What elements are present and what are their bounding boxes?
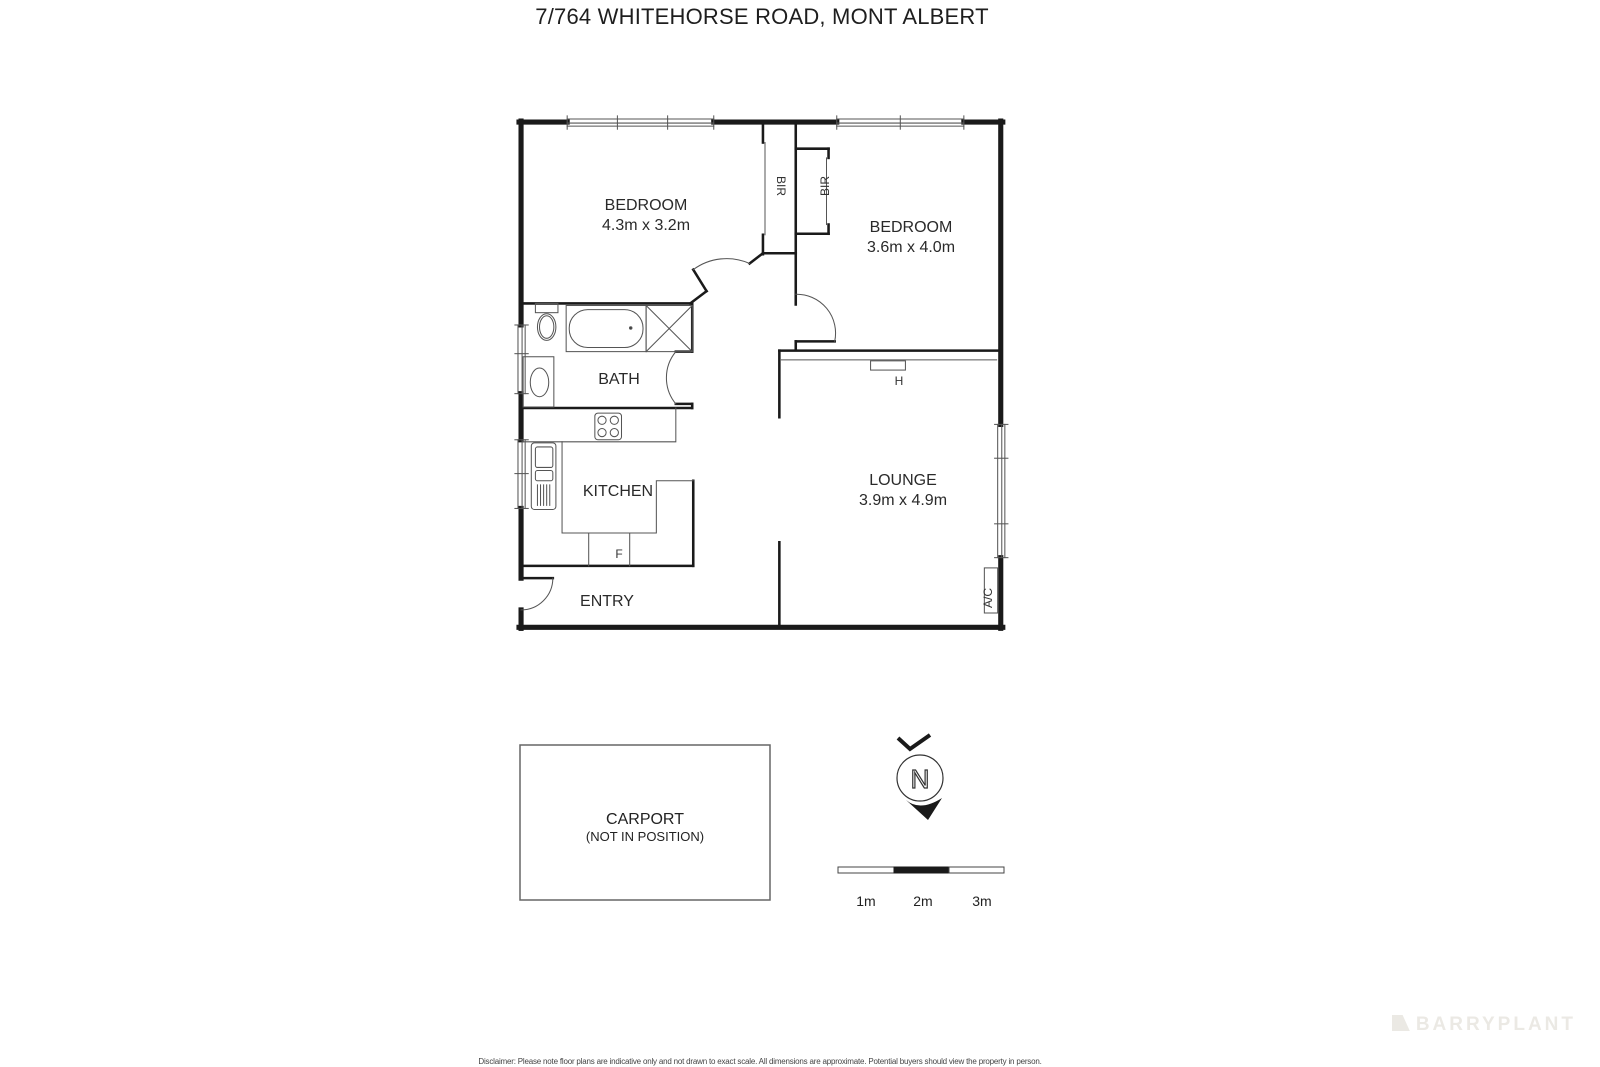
brand-logo-icon (1391, 1015, 1410, 1031)
room-dimensions: 4.3m x 3.2m (601, 217, 691, 234)
scale-bar (837, 866, 1005, 874)
room-name: BEDROOM (604, 197, 688, 214)
room-bedroom-1: BEDROOM 4.3m x 3.2m (602, 196, 690, 236)
bir-label-1: BIR (774, 175, 788, 197)
room-dimensions: 3.9m x 4.9m (858, 492, 948, 509)
scale-label-2m: 2m (913, 893, 933, 909)
carport-label: CARPORT (NOT IN POSITION) (586, 810, 704, 844)
room-kitchen: KITCHEN (583, 482, 653, 502)
room-bedroom-2: BEDROOM 3.6m x 4.0m (867, 218, 955, 258)
fridge-label: F (615, 547, 623, 561)
room-dimensions: 3.6m x 4.0m (866, 239, 956, 256)
room-name: BEDROOM (869, 219, 953, 236)
room-name: BATH (598, 371, 640, 388)
heater-label: H (894, 374, 904, 388)
brand-name: BARRYPLANT (1415, 1014, 1576, 1035)
compass-north-icon (896, 733, 944, 820)
fixture-lines (520, 142, 999, 614)
scale-label-1m: 1m (856, 893, 876, 909)
bir-label-2: BIR (818, 175, 832, 197)
room-name: KITCHEN (582, 483, 654, 500)
scale-label-3m: 3m (972, 893, 992, 909)
room-bath: BATH (598, 370, 639, 390)
outer-walls (516, 118, 1006, 631)
carport-outline (519, 744, 771, 901)
interior-walls (521, 121, 1000, 626)
ac-label: A/C (981, 587, 995, 609)
room-name: LOUNGE (869, 472, 937, 489)
disclaimer: Disclaimer: Please note floor plans are … (478, 1057, 1042, 1066)
carport-note: (NOT IN POSITION) (585, 829, 705, 844)
room-name: ENTRY (580, 593, 634, 610)
windows (514, 115, 1009, 559)
page-title: 7/764 WHITEHORSE ROAD, MONT ALBERT (535, 4, 989, 29)
room-lounge: LOUNGE 3.9m x 4.9m (859, 471, 947, 511)
carport-title: CARPORT (606, 811, 684, 828)
room-entry: ENTRY (580, 592, 634, 612)
brand-watermark: BARRYPLANT (1391, 1014, 1576, 1036)
north-letter: N (910, 763, 930, 794)
